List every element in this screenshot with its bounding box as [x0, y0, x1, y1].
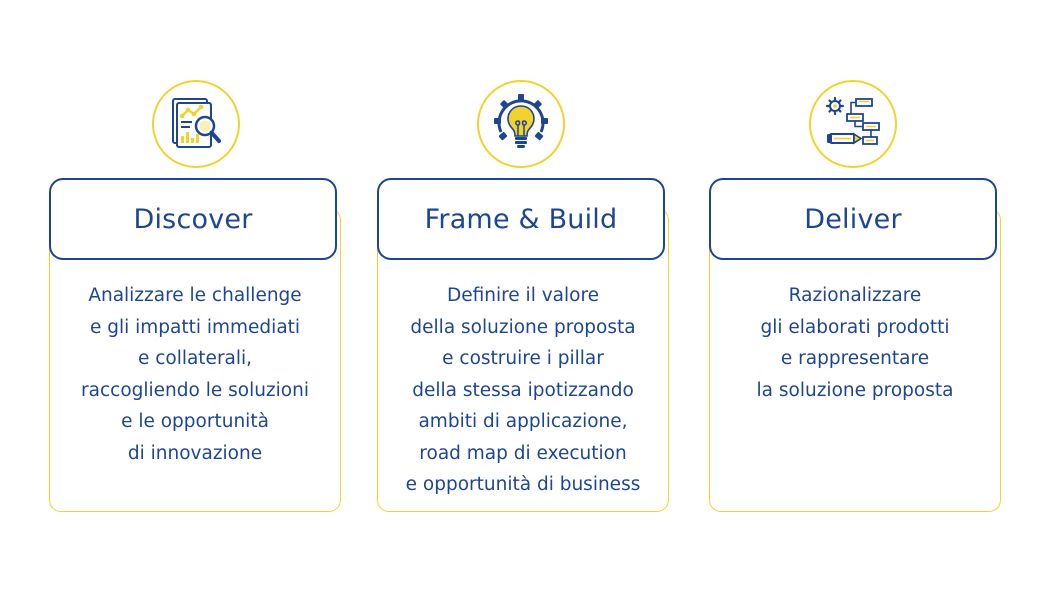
- report-magnifier-icon: [172, 98, 221, 148]
- card-deliver: Deliver Razionalizzare gli elaborati pro…: [709, 178, 1001, 512]
- description-line: Analizzare le challenge: [88, 285, 302, 306]
- description-line: e collaterali,: [137, 348, 253, 369]
- description-line: della stessa ipotizzando: [412, 379, 634, 401]
- description-line: ambiti di applicazione,: [418, 411, 628, 432]
- card-description-deliver: Razionalizzare gli elaborati prodotti e …: [709, 280, 1001, 406]
- card-frame-build: Frame & Build Definire il valore della s…: [377, 178, 669, 512]
- card-title-discover: Discover: [133, 203, 253, 235]
- description-line: e le opportunità: [121, 411, 269, 432]
- lightbulb-gear-icon: [494, 94, 548, 148]
- description-line: Razionalizzare: [788, 285, 922, 306]
- discover-icon-circle: [152, 80, 240, 168]
- description-line: road map di execution: [419, 442, 627, 464]
- description-line: e opportunità di business: [405, 474, 641, 495]
- frame-build-icon-circle: [477, 80, 565, 168]
- description-line: Definire il valore: [446, 285, 600, 306]
- description-line: e costruire i pillar: [442, 348, 604, 369]
- description-line: di innovazione: [127, 442, 263, 464]
- description-line: e gli impatti immediati: [89, 316, 301, 338]
- card-header-deliver: Deliver: [709, 178, 997, 260]
- card-header-discover: Discover: [49, 178, 337, 260]
- card-description-frame-build: Definire il valore della soluzione propo…: [377, 280, 669, 501]
- description-line: gli elaborati prodotti: [760, 316, 950, 338]
- description-line: della soluzione proposta: [410, 316, 636, 338]
- deliver-icon-circle: [809, 80, 897, 168]
- card-title-deliver: Deliver: [804, 203, 902, 235]
- card-discover: Discover Analizzare le challenge e gli i…: [49, 178, 341, 512]
- description-line: raccogliendo le soluzioni: [81, 379, 309, 401]
- description-line: la soluzione proposta: [756, 379, 954, 401]
- description-line: e rappresentare: [780, 348, 930, 369]
- flowchart-pencil-icon: [825, 96, 880, 145]
- card-header-frame-build: Frame & Build: [377, 178, 665, 260]
- card-title-frame-build: Frame & Build: [424, 203, 618, 235]
- card-description-discover: Analizzare le challenge e gli impatti im…: [49, 280, 341, 469]
